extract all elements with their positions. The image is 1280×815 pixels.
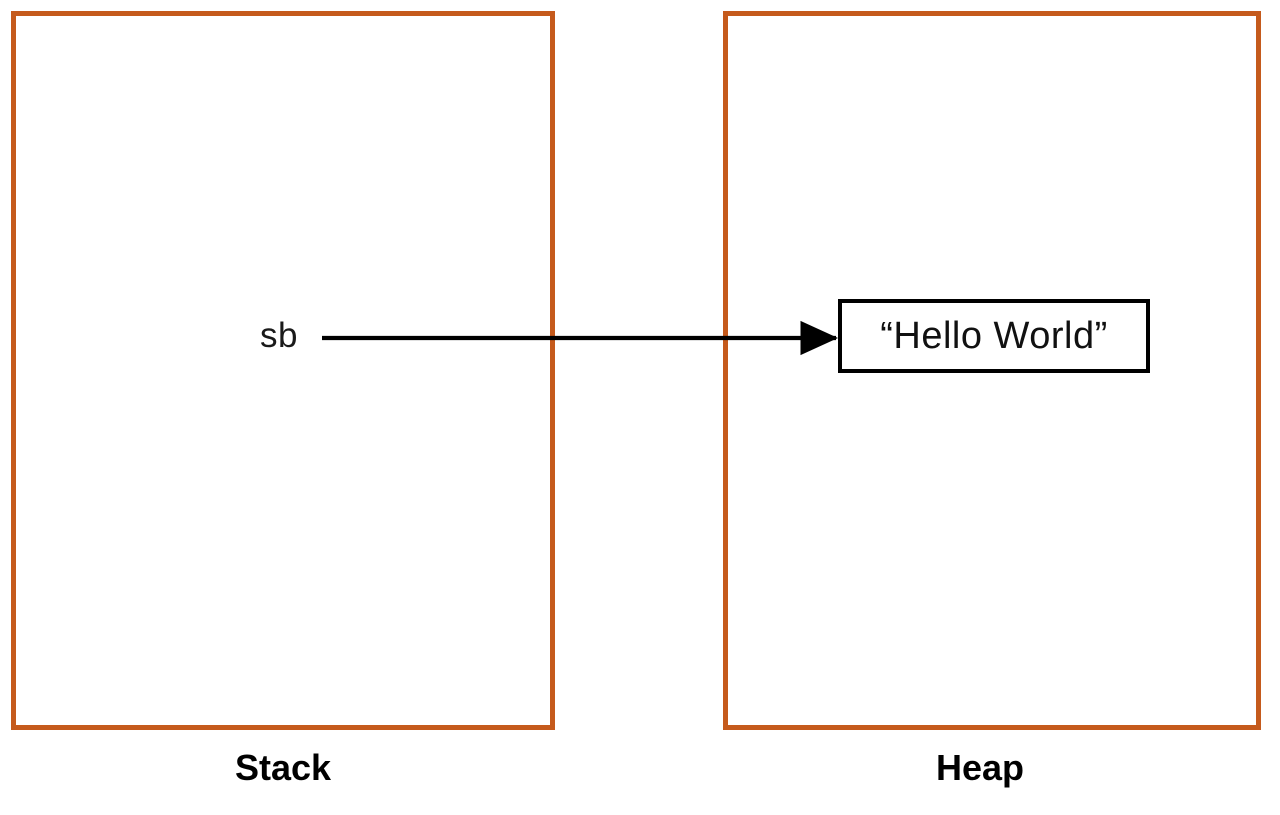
- stack-variable-sb: sb: [260, 316, 298, 355]
- heap-object-value: “Hello World”: [880, 315, 1108, 357]
- heap-object-box: “Hello World”: [838, 299, 1150, 373]
- heap-caption: Heap: [935, 747, 1025, 788]
- stack-region: [11, 11, 555, 730]
- stack-caption: Stack: [234, 747, 332, 788]
